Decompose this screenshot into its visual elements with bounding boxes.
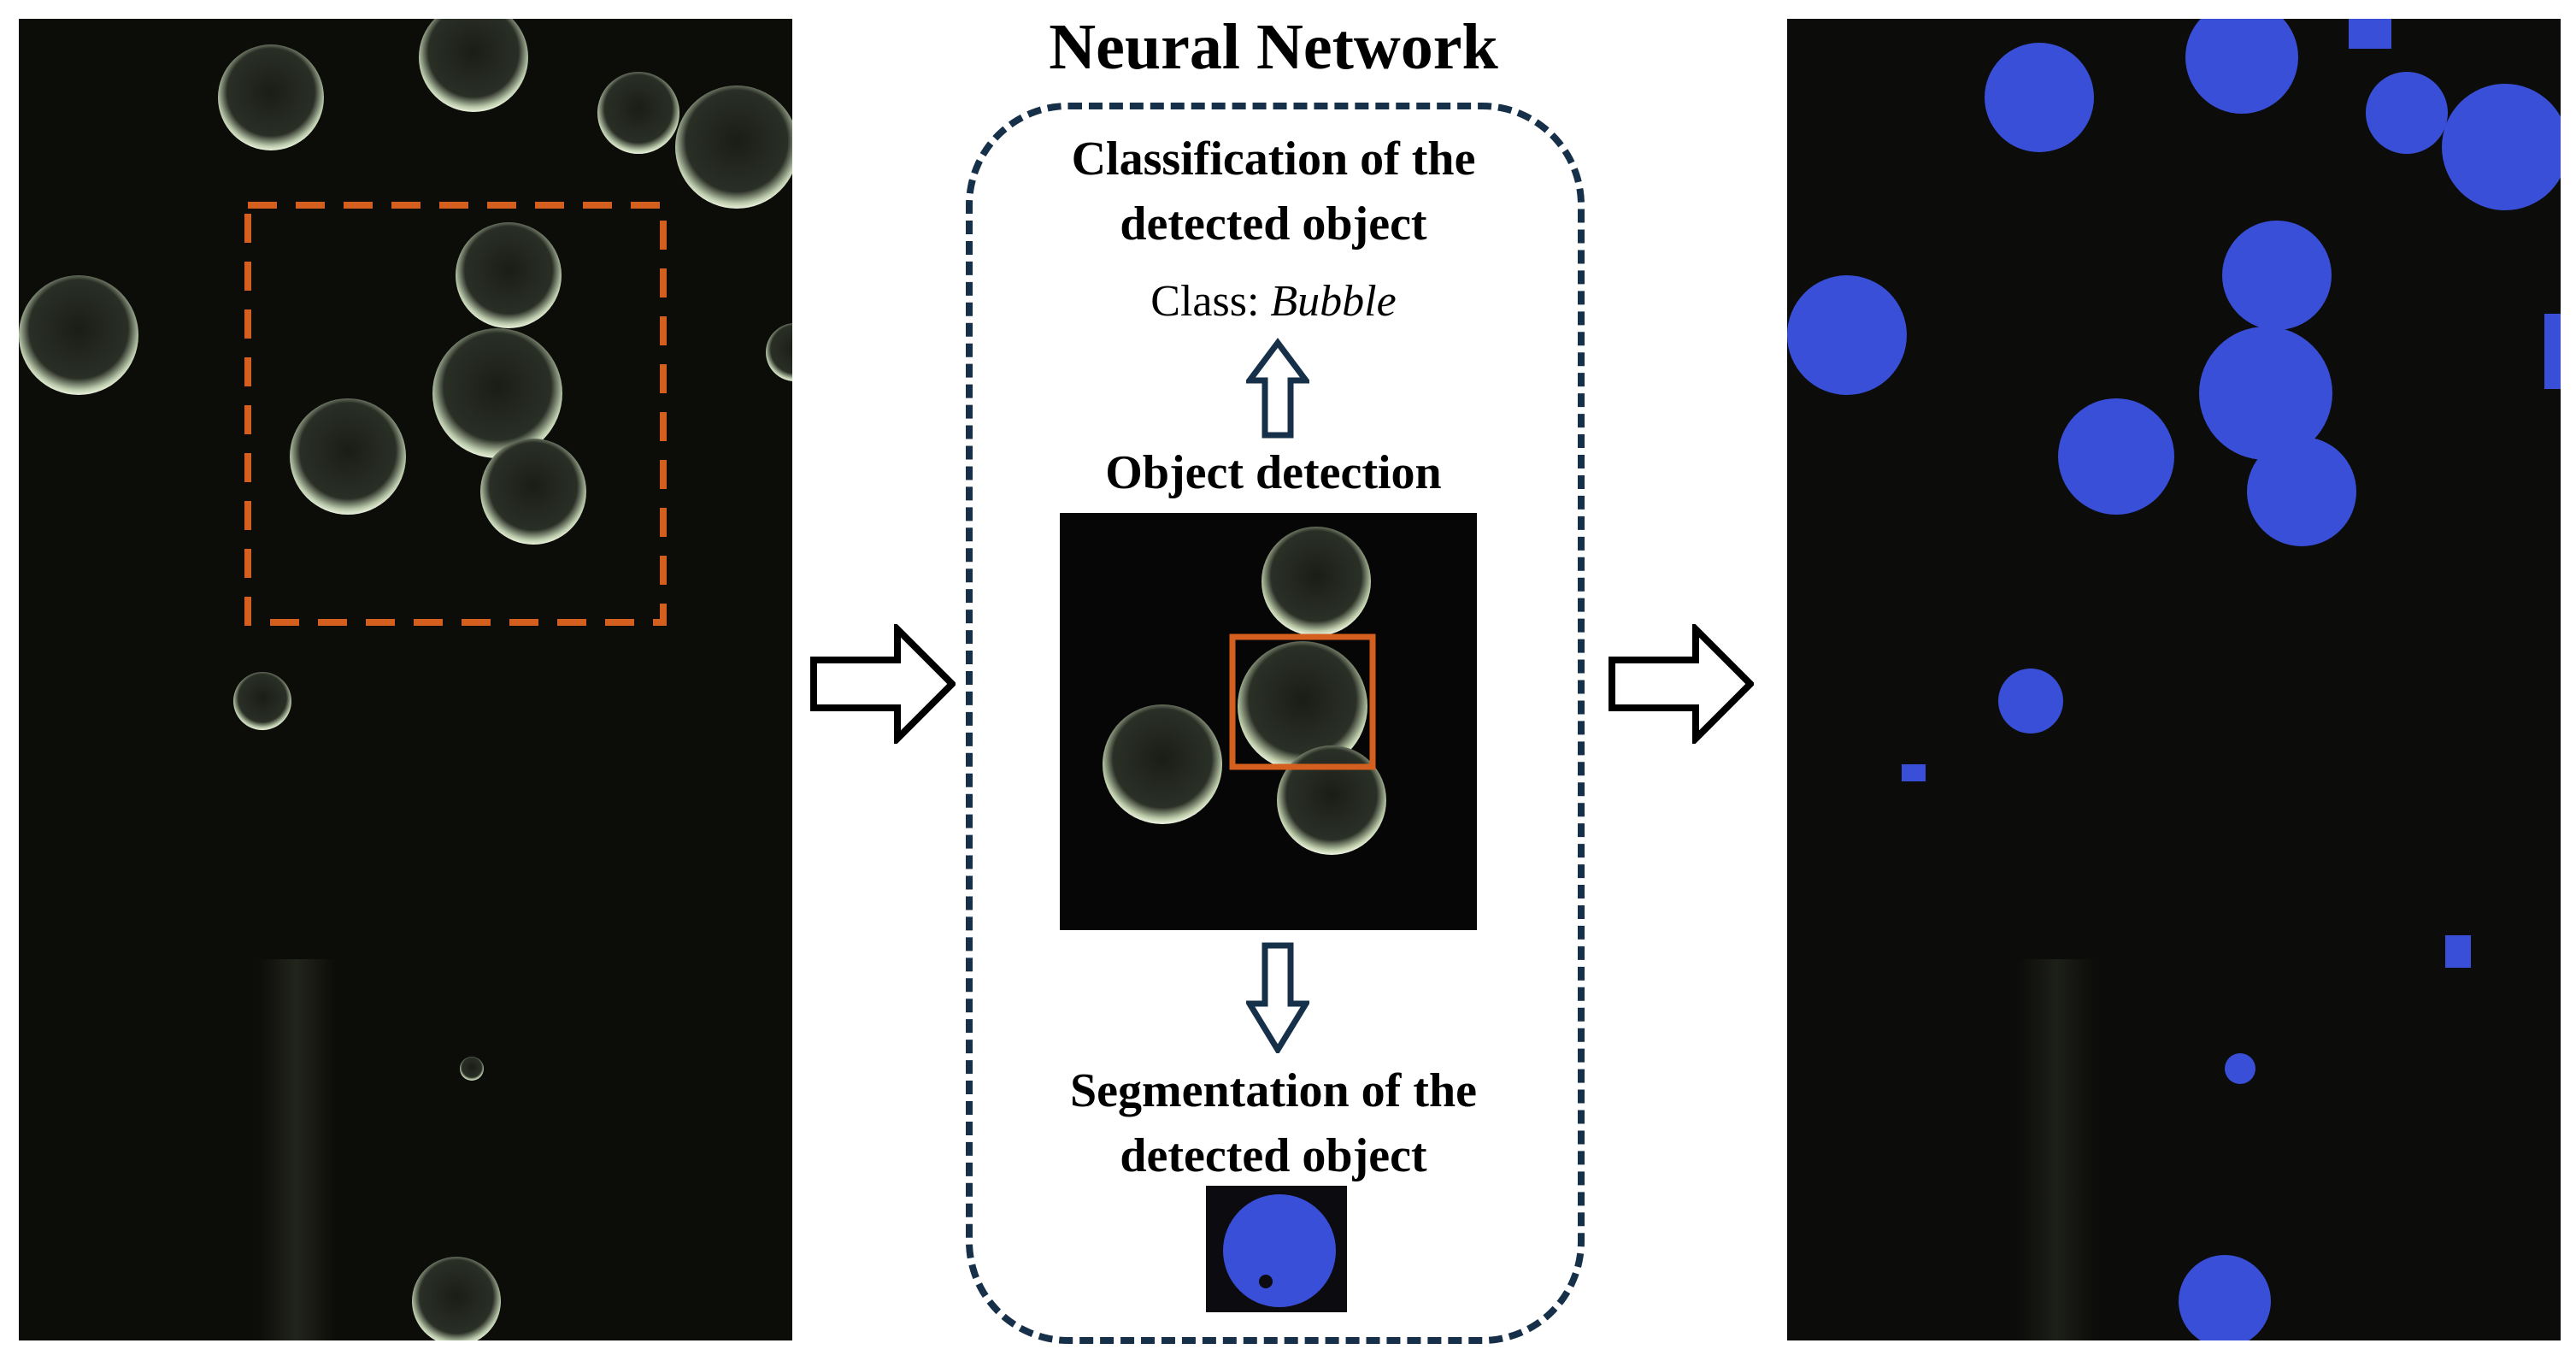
bubble-mask xyxy=(2544,314,2561,389)
bubble xyxy=(675,85,792,209)
object-detection-heading: Object detection xyxy=(1105,446,1442,499)
bubble xyxy=(218,44,324,150)
bubble-mask xyxy=(1787,275,1907,395)
class-value: Bubble xyxy=(1270,277,1397,326)
output-image-canvas xyxy=(1787,19,2561,1340)
bubble xyxy=(432,328,562,458)
bubble xyxy=(1238,641,1367,771)
classification-heading: Classification of the detected object xyxy=(983,127,1564,256)
bubble xyxy=(456,222,562,328)
detection-bounding-box xyxy=(1229,633,1376,770)
detection-crop-image xyxy=(1060,513,1477,930)
bubble xyxy=(1103,704,1222,824)
detection-crop-canvas xyxy=(1103,527,1386,855)
region-of-interest-box xyxy=(244,202,667,626)
bubble xyxy=(419,19,528,112)
bubble xyxy=(1277,745,1386,855)
bubble-mask xyxy=(2199,327,2332,460)
segmentation-crop-canvas xyxy=(1223,1194,1336,1307)
class-result: Class: Bubble xyxy=(983,272,1564,332)
input-image-canvas xyxy=(19,19,792,1340)
bubble-mask xyxy=(2185,19,2298,114)
neural-network-frame xyxy=(966,103,1585,1344)
arrow-up-icon xyxy=(1246,338,1309,439)
bubble-mask xyxy=(2179,1255,2271,1340)
segmentation-masks xyxy=(1787,19,2561,1340)
segmentation-heading-line1: Segmentation of the xyxy=(1070,1064,1477,1117)
bubble-mask xyxy=(2222,221,2332,330)
arrow-right-icon xyxy=(810,624,956,744)
segmentation-heading-line2: detected object xyxy=(1120,1129,1427,1182)
arrow-down-icon xyxy=(1246,942,1309,1053)
bubble-mask xyxy=(2366,72,2448,154)
classification-heading-line1: Classification of the xyxy=(1071,133,1476,186)
bubble-mask xyxy=(2349,19,2391,49)
bubble-mask xyxy=(1902,764,1926,781)
classification-heading-line2: detected object xyxy=(1120,197,1427,250)
bubble xyxy=(597,72,679,154)
segmentation-mask xyxy=(1223,1194,1336,1307)
bubble-mask xyxy=(2225,1053,2255,1084)
input-bubble-image xyxy=(19,19,792,1340)
neural-network-title: Neural Network xyxy=(1049,11,1498,83)
bubble xyxy=(1262,527,1371,636)
segmented-output-image xyxy=(1787,19,2561,1340)
bubble-mask xyxy=(2445,935,2471,968)
bubble-mask xyxy=(1985,43,2094,152)
bubbles xyxy=(19,19,792,1340)
bubble xyxy=(460,1057,484,1081)
mask-highlight xyxy=(1259,1275,1273,1288)
bubble-mask xyxy=(2058,398,2174,515)
class-label: Class: xyxy=(1150,277,1260,326)
segmentation-crop-image xyxy=(1206,1186,1347,1312)
bubble xyxy=(290,398,406,515)
bubble xyxy=(233,672,291,730)
segmentation-heading: Segmentation of the detected object xyxy=(983,1058,1564,1188)
bubble xyxy=(480,439,586,545)
light-streak xyxy=(258,959,335,1340)
bubble-mask xyxy=(1998,669,2063,734)
arrow-right-icon xyxy=(1609,624,1754,744)
light-streak xyxy=(2018,959,2095,1340)
bubble-mask xyxy=(2442,84,2561,210)
bubble xyxy=(766,323,792,381)
bubble-mask xyxy=(2247,437,2356,546)
bubble xyxy=(412,1257,501,1340)
bubble xyxy=(19,275,138,395)
